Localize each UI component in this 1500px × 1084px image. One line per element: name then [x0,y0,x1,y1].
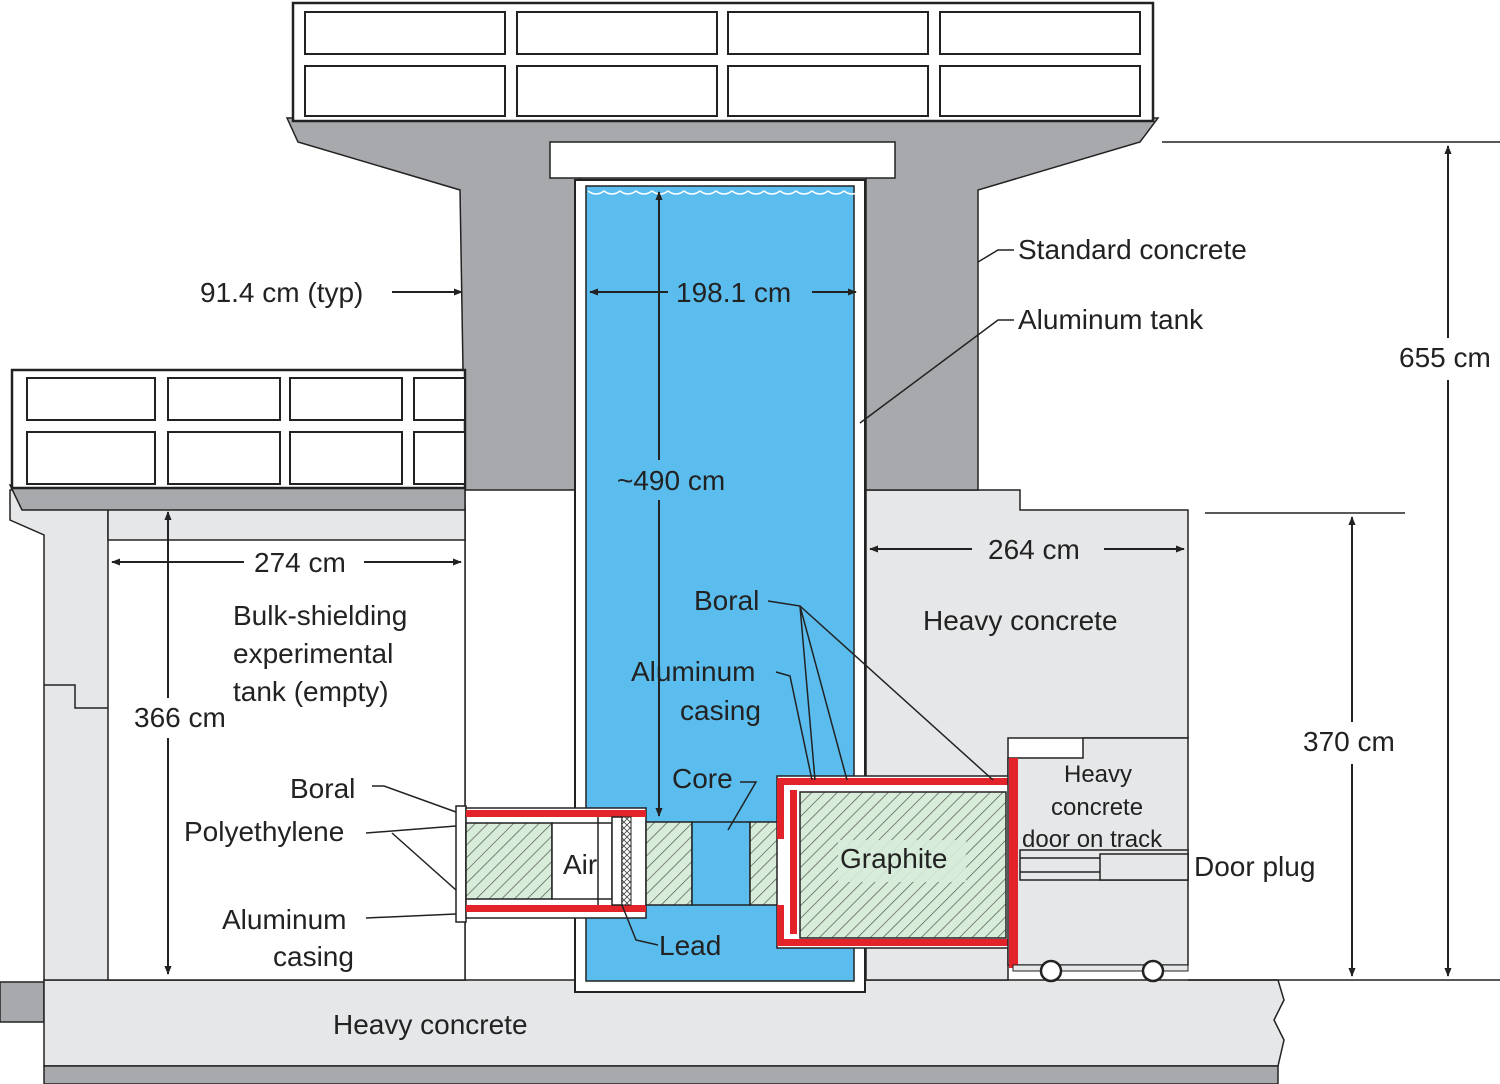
tank-width-dimension: 198.1 cm [676,277,791,308]
left-beam-assembly [455,805,647,923]
total-height-dimension: 655 cm [1399,342,1491,373]
leader-lines [365,249,1014,946]
top-grating [291,1,1155,123]
heavy-concrete-bottom-label: Heavy concrete [333,1009,528,1040]
dimension-lines [111,141,1500,977]
core-assembly [645,821,791,906]
aluminum-casing-center-label-2: casing [680,695,761,726]
heavy-concrete-right-label: Heavy concrete [923,605,1118,636]
wall-thickness-dimension: 91.4 cm (typ) [200,277,363,308]
standard-concrete-label: Standard concrete [1018,234,1247,265]
air-label: Air [563,849,597,880]
graphite-label: Graphite [840,843,947,874]
text-labels: Standard concrete Aluminum tank 91.4 cm … [134,234,1491,1040]
aluminum-casing-center-label-1: Aluminum [631,656,755,687]
door-plug-label: Door plug [1194,851,1315,882]
graphite-column [776,775,1010,949]
door-label-line-2: concrete [1051,794,1143,821]
bulk-shielding-label-line-2: experimental [233,638,393,669]
water-depth-dimension: ~490 cm [617,465,725,496]
left-height-dimension: 366 cm [134,702,226,733]
bulk-shielding-label-line-3: tank (empty) [233,676,389,707]
polyethylene-label: Polyethylene [184,816,344,847]
aluminum-tank-label: Aluminum tank [1018,304,1204,335]
right-height-dimension: 370 cm [1303,726,1395,757]
base-slab [0,979,1500,1084]
door-label-line-1: Heavy [1064,761,1132,788]
right-width-dimension: 264 cm [988,534,1080,565]
left-grating [10,368,467,490]
boral-left-label: Boral [290,773,355,804]
standard-concrete [8,117,1160,511]
left-width-dimension: 274 cm [254,547,346,578]
lead-label: Lead [659,930,721,961]
core-label: Core [672,763,733,794]
door-assembly [1007,737,1189,983]
aluminum-casing-left-label-2: casing [273,941,354,972]
aluminum-casing-left-label-1: Aluminum [222,904,346,935]
boral-center-label: Boral [694,585,759,616]
door-label-line-3: door on track [1022,826,1163,853]
bulk-shielding-label-line-1: Bulk-shielding [233,600,407,631]
